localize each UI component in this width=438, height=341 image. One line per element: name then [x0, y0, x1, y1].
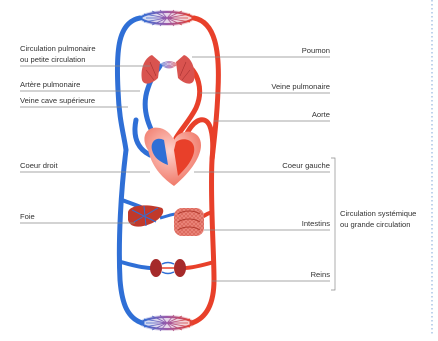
label-intestines: Intestins: [302, 219, 330, 228]
kidneys: [150, 259, 186, 277]
label-systemic-circulation-2: ou grande circulation: [340, 220, 411, 229]
label-pulmonary-vein: Veine pulmonaire: [271, 82, 330, 91]
vessel-kidney-in: [184, 262, 214, 268]
label-right-heart: Coeur droit: [20, 161, 58, 170]
label-aorta: Aorte: [312, 110, 330, 119]
label-left-heart: Coeur gauche: [282, 161, 330, 170]
label-lung: Poumon: [302, 46, 330, 55]
label-pulmonary-artery: Artère pulmonaire: [20, 80, 80, 89]
label-pulmonary-circulation-2: ou petite circulation: [20, 55, 85, 64]
label-pulmonary-circulation-1: Circulation pulmonaire: [20, 44, 96, 53]
label-superior-vena-cava: Veine cave supérieure: [20, 96, 95, 105]
vessel-portal: [160, 214, 176, 218]
label-systemic-circulation-1: Circulation systémique: [340, 209, 416, 218]
label-liver: Foie: [20, 212, 35, 221]
liver: [128, 205, 163, 226]
capillary-bed-top: [139, 10, 195, 26]
capillary-bed-bottom: [139, 315, 195, 331]
vessel-kidney-out: [121, 262, 152, 268]
intestines: [174, 208, 204, 236]
lungs: [141, 55, 194, 84]
label-kidneys: Reins: [311, 270, 331, 279]
vessel-red-outer-right: [192, 18, 218, 323]
heart: [144, 128, 201, 186]
vessel-blue-lower-left: [119, 150, 142, 323]
